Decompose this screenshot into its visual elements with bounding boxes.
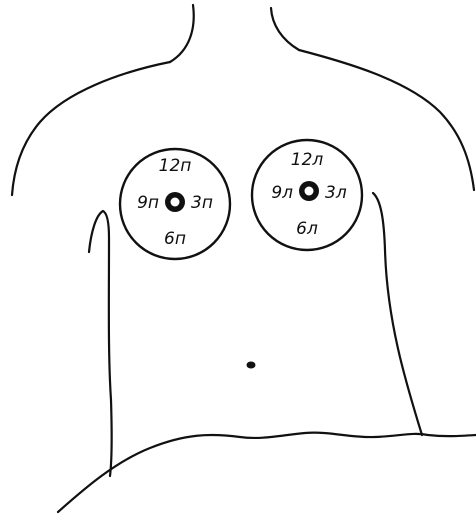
neck-left-line: [170, 5, 194, 62]
right-breast-diagram: 12п 9п 3п 6п: [120, 149, 230, 259]
right-breast-label-3: 3п: [191, 193, 213, 213]
right-nipple-center: [171, 198, 180, 207]
shoulder-left-line: [12, 62, 170, 195]
left-breast-label-9: 9л: [271, 183, 293, 203]
right-breast-label-12: 12п: [159, 156, 192, 176]
neck-right-line: [271, 8, 299, 50]
left-breast-label-3: 3л: [325, 183, 347, 203]
right-breast-label-6: 6п: [164, 229, 186, 249]
left-breast-label-6: 6л: [296, 219, 318, 239]
left-nipple-center: [305, 187, 314, 196]
navel-dot: [247, 362, 256, 369]
torso-right-side-line: [373, 193, 422, 435]
right-breast-label-9: 9п: [137, 193, 159, 213]
torso-left-side-line: [89, 211, 112, 476]
waistband-line: [58, 433, 476, 512]
left-breast-label-12: 12л: [291, 150, 324, 170]
left-breast-diagram: 12л 9л 3л 6л: [252, 140, 362, 250]
shoulder-right-line: [299, 50, 474, 190]
